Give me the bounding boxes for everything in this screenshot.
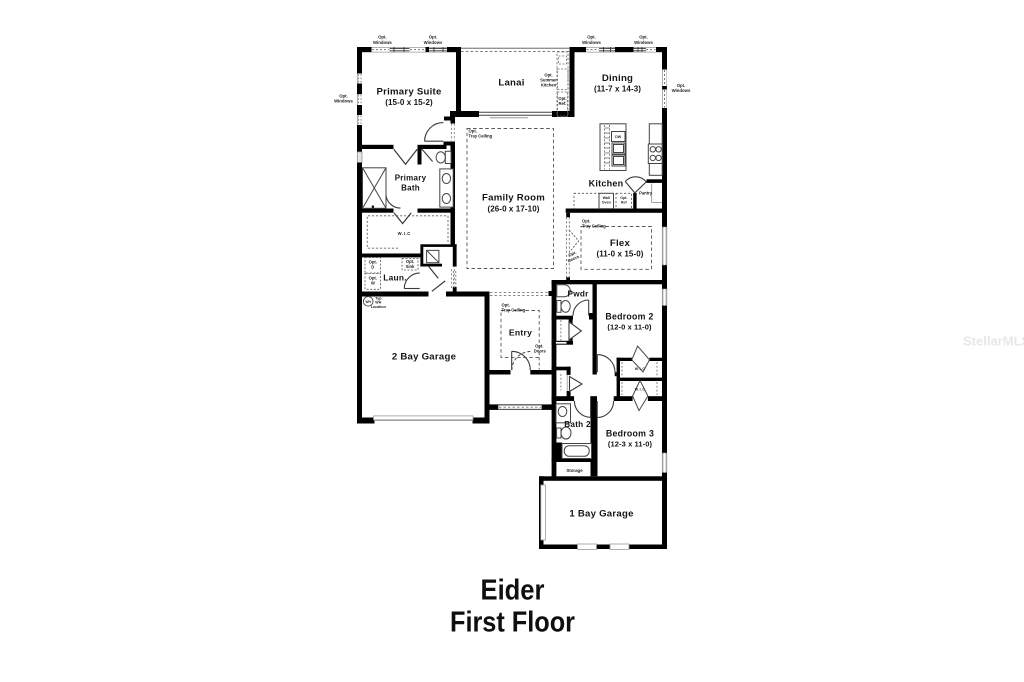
svg-text:Opt.: Opt.	[469, 129, 477, 134]
svg-text:Bedroom 2: Bedroom 2	[605, 312, 653, 322]
svg-text:Opt.: Opt.	[568, 250, 578, 258]
svg-text:DW: DW	[615, 135, 622, 139]
svg-text:Family Room: Family Room	[482, 193, 545, 204]
svg-text:Windows: Windows	[634, 40, 653, 45]
svg-text:D: D	[371, 265, 374, 270]
svg-text:Windows: Windows	[582, 40, 601, 45]
svg-text:W.I.C: W.I.C	[635, 387, 646, 391]
svg-text:Windows: Windows	[334, 99, 353, 104]
svg-text:2 Bay Garage: 2 Bay Garage	[392, 352, 456, 363]
svg-text:Typ.: Typ.	[375, 296, 382, 300]
svg-text:WH: WH	[366, 300, 372, 304]
svg-text:Oven: Oven	[602, 201, 611, 205]
svg-text:Lanai: Lanai	[498, 78, 524, 89]
svg-text:Opt.: Opt.	[378, 35, 387, 40]
svg-text:Opt.: Opt.	[369, 260, 377, 265]
svg-text:Storage: Storage	[566, 468, 583, 473]
svg-text:Dining: Dining	[602, 73, 633, 84]
svg-text:Laun.: Laun.	[383, 273, 407, 283]
svg-text:Windows: Windows	[424, 40, 443, 45]
svg-text:Opt.: Opt.	[558, 96, 566, 101]
svg-text:First Floor: First Floor	[450, 606, 575, 638]
svg-text:(15-0 x 15-2): (15-0 x 15-2)	[385, 98, 433, 107]
svg-text:StellarMLS: StellarMLS	[963, 334, 1024, 349]
svg-text:1 Bay Garage: 1 Bay Garage	[569, 509, 633, 520]
svg-text:Eider: Eider	[481, 575, 545, 607]
svg-text:(12-3 x 11-0): (12-3 x 11-0)	[608, 440, 653, 449]
svg-text:Opt.: Opt.	[339, 94, 348, 99]
svg-text:Wall: Wall	[603, 196, 610, 200]
svg-text:W: W	[371, 281, 375, 286]
svg-text:WH: WH	[375, 301, 381, 305]
svg-text:Opt.: Opt.	[620, 196, 627, 200]
svg-text:(11-7 x 14-3): (11-7 x 14-3)	[594, 85, 641, 94]
svg-text:Primary: Primary	[395, 174, 427, 183]
svg-text:Opt.: Opt.	[639, 35, 648, 40]
svg-text:Tray Ceiling: Tray Ceiling	[502, 308, 526, 313]
svg-text:(26-0 x 17-10): (26-0 x 17-10)	[487, 205, 539, 214]
svg-text:Opt.: Opt.	[406, 259, 414, 264]
svg-text:Doors: Doors	[534, 349, 547, 354]
svg-text:Opt.: Opt.	[429, 35, 438, 40]
svg-text:Ref.: Ref.	[559, 101, 567, 106]
svg-text:Ref: Ref	[621, 201, 628, 205]
svg-text:Kitchen: Kitchen	[589, 179, 624, 189]
svg-text:(12-0 x 11-0): (12-0 x 11-0)	[607, 323, 652, 332]
svg-text:Entry: Entry	[509, 328, 532, 338]
svg-text:Windows: Windows	[672, 88, 691, 93]
svg-text:Flex: Flex	[610, 238, 631, 249]
svg-text:Location: Location	[371, 305, 386, 309]
svg-text:Opt.: Opt.	[582, 219, 590, 224]
svg-text:Doors: Doors	[567, 254, 581, 264]
svg-text:Opt.: Opt.	[544, 73, 552, 78]
svg-text:Bath 2: Bath 2	[564, 420, 591, 429]
svg-text:Windows: Windows	[373, 40, 392, 45]
svg-text:Bath: Bath	[401, 184, 420, 193]
svg-text:Pantry: Pantry	[639, 191, 653, 196]
svg-text:(11-0 x 15-0): (11-0 x 15-0)	[596, 250, 643, 259]
svg-text:Tray Ceiling: Tray Ceiling	[469, 134, 493, 139]
svg-text:Opt.: Opt.	[677, 83, 686, 88]
svg-text:Opt.: Opt.	[535, 344, 543, 349]
svg-text:Summer: Summer	[540, 78, 557, 83]
svg-text:W.I.C: W.I.C	[635, 367, 646, 371]
svg-text:Kitchen: Kitchen	[541, 83, 557, 88]
svg-text:Opt.: Opt.	[587, 35, 596, 40]
svg-text:Bedroom 3: Bedroom 3	[606, 429, 654, 439]
svg-text:Primary Suite: Primary Suite	[376, 87, 441, 98]
svg-text:W.I.C: W.I.C	[398, 231, 411, 236]
svg-text:Pwdr: Pwdr	[567, 290, 589, 299]
svg-text:Opt.: Opt.	[502, 303, 510, 308]
svg-text:Tray Ceiling: Tray Ceiling	[582, 224, 606, 229]
svg-text:Opt.: Opt.	[369, 276, 377, 281]
svg-text:Sink: Sink	[406, 264, 416, 269]
